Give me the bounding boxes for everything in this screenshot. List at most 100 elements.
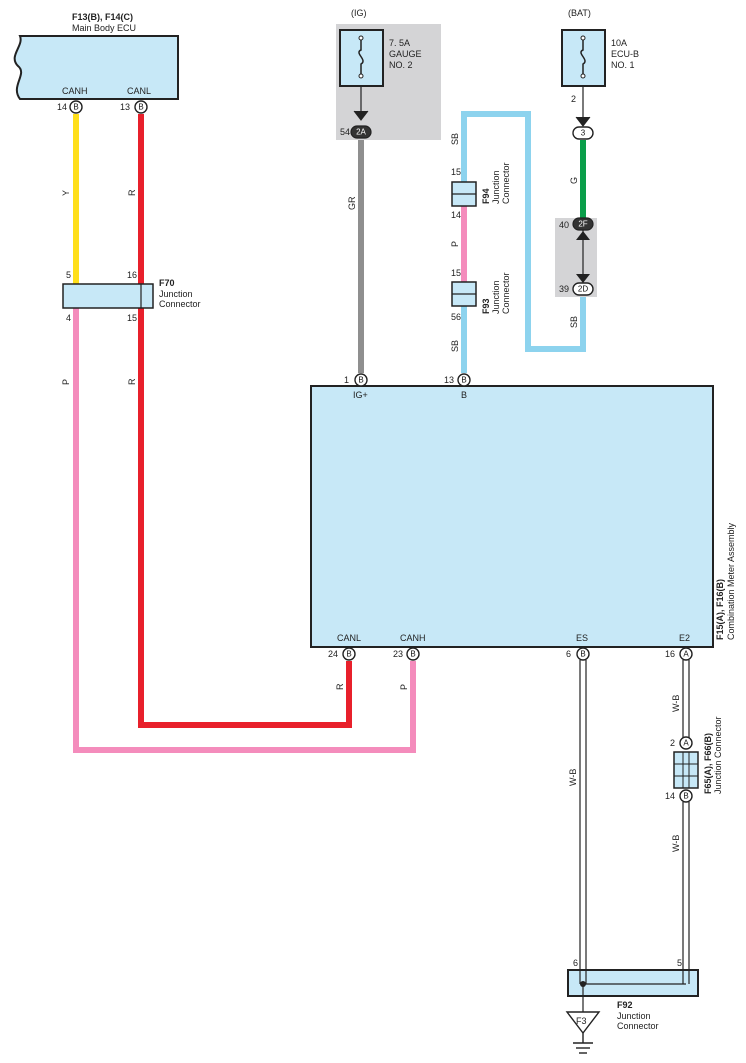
f93-name2: Connector <box>501 272 511 314</box>
meter-pin-label-es: ES <box>576 633 588 643</box>
f94-id: F94 <box>481 188 491 204</box>
wire-label-p2: P <box>450 241 460 247</box>
f94-name1: Junction <box>491 170 501 204</box>
meter-pin-num-6: 6 <box>566 649 571 659</box>
wire-label-wb2: W-B <box>671 695 681 712</box>
f65-pin-bottom-num: 14 <box>665 791 675 801</box>
bat-pin-3-label: 3 <box>581 129 586 138</box>
wire-label-r2: R <box>127 378 137 385</box>
meter-pin-b-conn: B <box>461 376 466 385</box>
f92-id: F92 <box>617 1000 633 1010</box>
ig-fuse-name2: NO. 2 <box>389 60 413 70</box>
meter-pin-num-16: 16 <box>665 649 675 659</box>
f92-bus <box>579 970 690 1012</box>
ig-pin-2a-label: 2A <box>356 128 366 137</box>
ecu-pin-label-canh: CANH <box>62 86 88 96</box>
meter-pin-canl-conn: B <box>346 650 351 659</box>
wire-label-sb3: SB <box>569 316 579 328</box>
f92-connector-box <box>567 969 699 997</box>
ig-fuse-rating: 7. 5A <box>389 38 410 48</box>
wire-label-sb2: SB <box>450 340 460 352</box>
meter-pin-ig-conn: B <box>358 376 363 385</box>
meter-name: Combination Meter Assembly <box>726 522 736 640</box>
wire-red-canl <box>138 114 352 728</box>
wire-label-y: Y <box>61 190 71 196</box>
bat-j-arrow-down-icon <box>576 274 590 283</box>
wire-sky-sb <box>461 111 586 373</box>
bat-fuse-name2: NO. 1 <box>611 60 635 70</box>
meter-pin-es <box>576 647 590 661</box>
ig-source: (IG) <box>351 8 367 18</box>
meter-pin-e2-conn: A <box>683 650 689 659</box>
meter-pin-num-1: 1 <box>344 375 349 385</box>
meter-pin-es-conn: B <box>580 650 585 659</box>
f94-name2: Connector <box>501 162 511 204</box>
wire-pink-canh <box>73 308 416 753</box>
ecu-pin-14-conn: B <box>73 103 78 112</box>
ecu-title: F13(B), F14(C) <box>72 12 133 22</box>
f70-id: F70 <box>159 278 175 288</box>
f65-pin-bottom <box>679 789 693 803</box>
bat-fuse-pin-num: 2 <box>571 94 576 104</box>
meter-pin-num-24: 24 <box>328 649 338 659</box>
ig-pin-num: 54 <box>340 127 350 137</box>
ecu-pin-label-canl: CANL <box>127 86 151 96</box>
ig-pin-2a <box>350 125 372 139</box>
f65-pin-top-conn: A <box>683 739 689 748</box>
f70-pin-4: 4 <box>66 313 71 323</box>
ecu-name: Main Body ECU <box>72 23 136 33</box>
ecu-pin-13 <box>134 100 148 114</box>
wire-label-p1: P <box>61 379 71 385</box>
ecu-pin-13-conn: B <box>138 103 143 112</box>
f70-pin-16: 16 <box>127 270 137 280</box>
main-body-ecu-box <box>13 35 179 100</box>
f92-pin-right: 5 <box>677 958 682 968</box>
f92-splice-dot <box>580 981 586 987</box>
meter-pin-b <box>457 373 471 387</box>
meter-pin-canh-conn: B <box>410 650 415 659</box>
ecu-pin-14 <box>69 100 83 114</box>
meter-pin-label-canh: CANH <box>400 633 426 643</box>
bat-j1-num: 40 <box>559 220 569 230</box>
ecu-pin-num-13: 13 <box>120 102 130 112</box>
meter-pin-label-b: B <box>461 390 467 400</box>
ecu-pin-num-14: 14 <box>57 102 67 112</box>
f70-pin-5: 5 <box>66 270 71 280</box>
f70-connector-box <box>62 283 154 309</box>
f70-name1: Junction <box>159 289 193 299</box>
ground-triangle <box>565 1011 601 1035</box>
ground-icon <box>573 1033 593 1054</box>
f65-pin-bottom-conn: B <box>683 792 688 801</box>
bat-arrow-icon <box>575 116 591 127</box>
meter-pin-label-e2: E2 <box>679 633 690 643</box>
bat-fuse-rating: 10A <box>611 38 627 48</box>
bat-fuse-icon <box>580 38 586 76</box>
wire-label-r1: R <box>127 189 137 196</box>
wire-label-r3: R <box>335 683 345 690</box>
meter-pin-label-canl: CANL <box>337 633 361 643</box>
meter-pin-e2 <box>679 647 693 661</box>
wire-label-sb1: SB <box>450 133 460 145</box>
f65-connector-box <box>673 751 699 789</box>
bat-j-arrow-up-icon <box>576 231 590 240</box>
bat-fuse-name1: ECU-B <box>611 49 639 59</box>
wire-label-g: G <box>569 177 579 184</box>
meter-pin-canl <box>342 647 356 661</box>
f93-pin-bottom: 56 <box>451 312 461 322</box>
wire-label-wb3: W-B <box>671 835 681 852</box>
meter-pin-label-ig: IG+ <box>353 390 368 400</box>
f92-pin-left: 6 <box>573 958 578 968</box>
f93-name1: Junction <box>491 280 501 314</box>
meter-title: F15(A), F16(B) <box>715 579 725 640</box>
bat-pin-2d <box>572 282 594 296</box>
f65-id: F65(A), F66(B) <box>703 733 713 794</box>
bat-source: (BAT) <box>568 8 591 18</box>
f94-pin-top: 15 <box>451 167 461 177</box>
meter-pin-num-13: 13 <box>444 375 454 385</box>
f70-pin-15: 15 <box>127 313 137 323</box>
f65-name: Junction Connector <box>713 716 723 794</box>
f92-name2: Connector <box>617 1021 659 1031</box>
wire-label-wb1: W-B <box>568 769 578 786</box>
f94-pin-bottom: 14 <box>451 210 461 220</box>
